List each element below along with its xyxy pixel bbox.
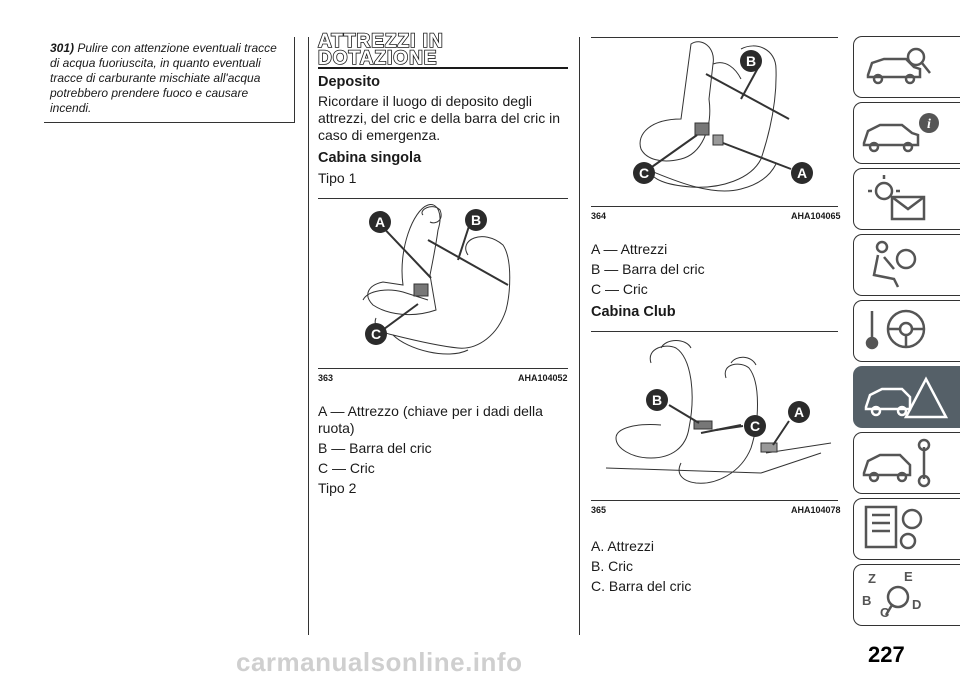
fig365-leader-a (772, 420, 790, 446)
tipo1-label: Tipo 1 (318, 170, 357, 186)
fig365-seat-illustration: B C A (605, 340, 832, 484)
fig364-jack (694, 122, 710, 136)
svg-text:A: A (375, 214, 385, 230)
warning-note: 301) Pulire con attenzione eventuali tra… (44, 37, 295, 123)
fig363-bottom-rule (318, 368, 568, 369)
car-wrench-icon (862, 438, 931, 488)
fig363-callout-a: A (369, 211, 391, 233)
fig363-leader-c (379, 303, 419, 333)
watermark: carmanualsonline.info (236, 647, 523, 677)
airbag-seat-icon (872, 240, 917, 288)
warning-text: Pulire con attenzione eventuali tracce d… (50, 41, 277, 115)
fig363-legend-b: B — Barra del cric (318, 440, 432, 456)
dashboard-lights-icon (868, 175, 926, 221)
tab-car-info[interactable]: i (853, 102, 960, 164)
fig364-legend-a: A — Attrezzi (591, 241, 668, 257)
fig364-leader-a (722, 142, 792, 170)
fig365-code: AHA104078 (791, 505, 841, 515)
tipo2-label: Tipo 2 (318, 480, 357, 496)
tab-dashboard-lights[interactable] (853, 168, 960, 230)
svg-text:C: C (750, 418, 760, 434)
fig364-leader-b (740, 65, 760, 100)
deposito-text: Ricordare il luogo di deposito degli att… (318, 93, 560, 143)
fig364-seats (639, 41, 777, 192)
fig365-number: 365 (591, 505, 607, 515)
car-info-icon: i (862, 113, 939, 153)
fig364-leader-c (648, 134, 698, 170)
cabina-club-heading: Cabina Club (591, 304, 676, 320)
fig364-legend-c: C — Cric (591, 281, 648, 297)
fig363-callout-c: C (365, 323, 387, 345)
fig365-callout-b: B (646, 389, 668, 411)
fig364-legend-b: B — Barra del cric (591, 261, 705, 277)
tab-car-wrench[interactable] (853, 432, 960, 494)
specs-gear-icon (864, 505, 923, 550)
car-search-icon (866, 47, 931, 85)
fig363-seat-illustration: A B C (362, 204, 511, 355)
fig363-jack (413, 283, 429, 297)
svg-text:A: A (794, 404, 804, 420)
fig365-leader-c (715, 425, 744, 431)
fig364-bottom-rule (591, 206, 838, 207)
column-divider-1 (308, 37, 309, 635)
fig364-jack-bar (705, 73, 790, 120)
fig365-bottom-rule (591, 500, 838, 501)
fig364-callout-a: A (791, 162, 813, 184)
svg-text:C: C (880, 605, 890, 620)
fig363-legend-c: C — Cric (318, 460, 375, 476)
fig365-callout-a: A (788, 401, 810, 423)
fig364-seat-illustration: B C A (633, 41, 813, 192)
steering-key-icon (865, 309, 926, 350)
svg-text:i: i (927, 117, 931, 132)
section-title: ATTREZZI IN DOTAZIONE (317, 31, 444, 69)
tab-specs[interactable] (853, 498, 960, 560)
alphabet-index-icon: Z E BC D (862, 569, 921, 620)
fig365-top-rule (591, 331, 838, 332)
fig365-jack (693, 420, 713, 430)
fig363-code: AHA104052 (518, 373, 568, 383)
svg-text:D: D (912, 597, 921, 612)
fig364-callout-c: C (633, 162, 655, 184)
fig363-seats (362, 204, 511, 355)
fig365-leader-b (668, 404, 700, 424)
fig365-legend-b: B. Cric (591, 558, 633, 574)
deposito-heading: Deposito (318, 74, 381, 90)
fig364-code: AHA104065 (791, 211, 841, 221)
fig365-seats (605, 340, 832, 484)
fig363-number: 363 (318, 373, 334, 383)
svg-text:E: E (904, 569, 913, 584)
fig364-tools (712, 134, 724, 146)
column-divider-2 (579, 37, 580, 635)
fig363-jack-bar (427, 239, 509, 286)
fig364-callout-b: B (740, 50, 762, 72)
fig365-tools (760, 442, 778, 453)
tab-airbag-seat[interactable] (853, 234, 960, 296)
tab-steering-key[interactable] (853, 300, 960, 362)
tab-car-search[interactable] (853, 36, 960, 98)
fig364-number: 364 (591, 211, 607, 221)
fig363-callout-b: B (465, 209, 487, 231)
svg-text:B: B (471, 212, 481, 228)
svg-text:B: B (652, 392, 662, 408)
svg-text:B: B (862, 593, 871, 608)
fig365-legend-c: C. Barra del cric (591, 578, 692, 594)
emergency-warning-icon (864, 376, 949, 419)
fig364-top-rule (591, 37, 838, 38)
title-underline (318, 67, 568, 69)
svg-text:A: A (797, 165, 807, 181)
tab-emergency[interactable] (853, 366, 960, 428)
fig363-top-rule (318, 198, 568, 199)
warning-number: 301) (50, 41, 75, 55)
svg-text:B: B (746, 53, 756, 69)
page-number: 227 (868, 642, 905, 667)
svg-text:C: C (639, 165, 649, 181)
svg-text:Z: Z (868, 571, 876, 586)
cabina-singola-heading: Cabina singola (318, 150, 422, 166)
fig363-legend-a: A — Attrezzo (chiave per i dadi della ru… (318, 403, 543, 436)
fig365-legend-a: A. Attrezzi (591, 538, 655, 554)
svg-text:C: C (371, 326, 381, 342)
fig365-callout-c: C (744, 415, 766, 437)
